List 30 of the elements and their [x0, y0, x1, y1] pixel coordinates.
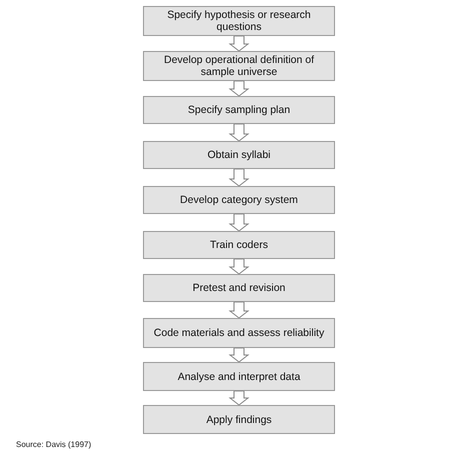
block-arrow — [228, 258, 250, 275]
step-label: Specify hypothesis or research questions — [166, 9, 312, 33]
block-arrow — [228, 302, 250, 319]
process-box — [143, 231, 335, 259]
block-arrow — [228, 214, 250, 232]
block-arrow — [228, 80, 250, 97]
process-box — [143, 274, 335, 302]
process-box — [143, 96, 335, 124]
process-box — [143, 318, 335, 348]
block-arrow — [228, 390, 250, 406]
step-label: Specify sampling plan — [186, 104, 292, 116]
process-box — [143, 405, 335, 434]
step-label: Train coders — [209, 239, 269, 251]
process-box — [143, 362, 335, 391]
block-arrow — [228, 168, 250, 187]
step-label: Code materials and assess reliability — [152, 327, 326, 339]
block-arrow — [228, 348, 250, 363]
process-box — [143, 51, 335, 81]
process-box — [143, 6, 335, 36]
step-label: Analyse and interpret data — [176, 370, 302, 382]
process-box — [143, 186, 335, 214]
block-arrow — [228, 124, 250, 142]
step-label: Obtain syllabi — [206, 149, 272, 161]
source-note: Source: Davis (1997) — [16, 440, 92, 449]
step-label: Develop operational definition of sample universe — [162, 54, 316, 78]
process-box — [143, 141, 335, 169]
block-arrow — [228, 36, 250, 52]
step-label: Apply findings — [205, 414, 273, 426]
step-label: Pretest and revision — [192, 282, 286, 294]
step-label: Develop category system — [179, 194, 299, 206]
